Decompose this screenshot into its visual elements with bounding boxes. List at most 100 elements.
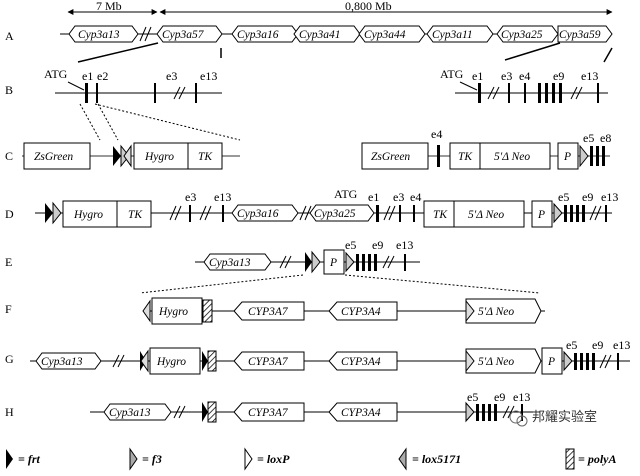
cyp3a7-label: CYP3A7	[248, 306, 289, 318]
exon-label: e4	[519, 69, 530, 83]
gene-label: Cyp3a57	[162, 29, 205, 41]
gene-label: Cyp3a13	[78, 29, 120, 41]
exon-label: e2	[97, 69, 108, 83]
row-label-d: D	[5, 207, 14, 221]
row-f: Hygro CYP3A7 CYP3A4 5'Δ Neo	[142, 297, 545, 325]
row-e: Cyp3a13 P e5 e9 e13	[139, 238, 541, 294]
hygro-label: Hygro	[73, 209, 103, 221]
scale-label-left: 7 Mb	[96, 0, 122, 13]
promoter-label: P	[329, 257, 337, 269]
neo-label: 5'Δ Neo	[478, 356, 514, 368]
promoter-label: P	[537, 209, 545, 221]
exon-label: e8	[600, 131, 611, 145]
tk-label: TK	[198, 151, 213, 163]
hygro-label: Hygro	[144, 151, 174, 163]
exon-label: e9	[553, 69, 564, 83]
row-a: Cyp3a13 Cyp3a57 Cyp3a16 Cyp3a41 Cyp3a44 …	[60, 25, 613, 63]
row-label-f: F	[5, 302, 12, 316]
frt-symbol	[6, 449, 13, 469]
tk-label: TK	[458, 151, 473, 163]
row-label-a: A	[5, 29, 14, 43]
exon-label: e9	[494, 390, 505, 404]
neo-label: 5'Δ Neo	[494, 151, 530, 163]
gene-cyp3a25	[496, 25, 559, 43]
exon-label: e13	[613, 338, 630, 352]
cyp3a4-label: CYP3A4	[341, 306, 381, 318]
legend: = frt = f3 = loxP = lox5171 = polyA	[6, 447, 617, 471]
watermark: 邦耀实验室	[509, 409, 597, 427]
row-label-h: H	[5, 405, 14, 419]
promoter-label: P	[563, 151, 571, 163]
exon-label: e5	[558, 190, 569, 204]
legend-polya: = polyA	[578, 452, 617, 466]
exon-label: e3	[185, 190, 196, 204]
exon-label: e9	[592, 338, 603, 352]
cyp3a4-label: CYP3A4	[341, 356, 381, 368]
row-g: Cyp3a13 Hygro CYP3A7 CYP3A4 5'Δ Neo P e5…	[30, 338, 630, 375]
cyp3a7-label: CYP3A7	[248, 407, 289, 419]
exon-label: e13	[396, 238, 413, 252]
gene-label: Cyp3a41	[299, 29, 341, 41]
gene-cyp3a11	[426, 25, 494, 43]
polya-symbol	[565, 448, 575, 470]
gene-cyp3a16	[231, 25, 299, 43]
tk-label: TK	[128, 209, 143, 221]
legend-lox5171: = lox5171	[412, 452, 461, 466]
gene-label: Cyp3a25	[501, 29, 543, 41]
loxp-symbol	[244, 447, 253, 471]
exon-label: e13	[581, 69, 598, 83]
hygro-label: Hygro	[156, 356, 186, 368]
row-label-b: B	[5, 83, 13, 97]
zsgreen-label: ZsGreen	[34, 151, 73, 163]
exon-label: e1	[82, 69, 93, 83]
row-label-g: G	[5, 352, 14, 366]
gene-cyp3a44	[358, 25, 426, 43]
exon-label: e9	[582, 190, 593, 204]
atg-label: ATG	[44, 67, 68, 81]
f3-symbol	[129, 447, 138, 471]
exon-label: e3	[501, 69, 512, 83]
gene-label: Cyp3a13	[41, 356, 83, 368]
legend-f3: = f3	[142, 452, 162, 466]
neo-label: 5'Δ Neo	[478, 306, 514, 318]
legend-frt: = frt	[18, 452, 41, 466]
zsgreen-label: ZsGreen	[371, 151, 410, 163]
exon-label: e9	[372, 238, 383, 252]
gene-cyp3a41	[293, 25, 361, 43]
gene-cyp3a13	[68, 25, 139, 43]
neo-label: 5'Δ Neo	[468, 209, 504, 221]
scale-label-right: 0,800 Mb	[345, 0, 392, 13]
cyp3a4-label: CYP3A4	[341, 407, 381, 419]
gene-label: Cyp3a11	[432, 29, 473, 41]
exon-label: e5	[583, 131, 594, 145]
promoter-label: P	[547, 356, 555, 368]
exon-label: e13	[214, 190, 231, 204]
gene-label: Cyp3a13	[209, 257, 251, 269]
cyp3a7-label: CYP3A7	[248, 356, 289, 368]
watermark-text: 邦耀实验室	[532, 409, 597, 425]
gene-cyp3a57	[156, 25, 223, 43]
atg-label: ATG	[334, 187, 358, 201]
row-b: ATG e1 e2 e3 e13 ATG e1 e3 e4 e9 e13	[44, 67, 608, 141]
scale-bar-left: 7 Mb	[67, 0, 158, 15]
gene-label: Cyp3a44	[364, 29, 406, 41]
exon-label: e13	[513, 390, 530, 404]
legend-loxp: = loxP	[257, 452, 290, 466]
gene-label: Cyp3a16	[237, 29, 279, 41]
exon-label: e3	[393, 190, 404, 204]
atg-label: ATG	[440, 67, 464, 81]
exon-label: e13	[200, 69, 217, 83]
tk-label: TK	[433, 209, 448, 221]
row-d: Hygro TK e3 e13 Cyp3a16 Cyp3a25 ATG e1 e…	[35, 187, 618, 228]
exon-label: e5	[566, 338, 577, 352]
gene-label: Cyp3a13	[109, 407, 151, 419]
scale-bar-right: 0,800 Mb	[159, 0, 613, 15]
gene-label: Cyp3a59	[559, 29, 601, 41]
exon-label: e4	[410, 190, 421, 204]
row-c: ZsGreen Hygro TK ZsGreen e4 TK 5'Δ Neo P…	[22, 127, 611, 170]
hygro-label: Hygro	[158, 306, 188, 318]
exon-label: e1	[472, 69, 483, 83]
exon-label: e3	[166, 69, 177, 83]
